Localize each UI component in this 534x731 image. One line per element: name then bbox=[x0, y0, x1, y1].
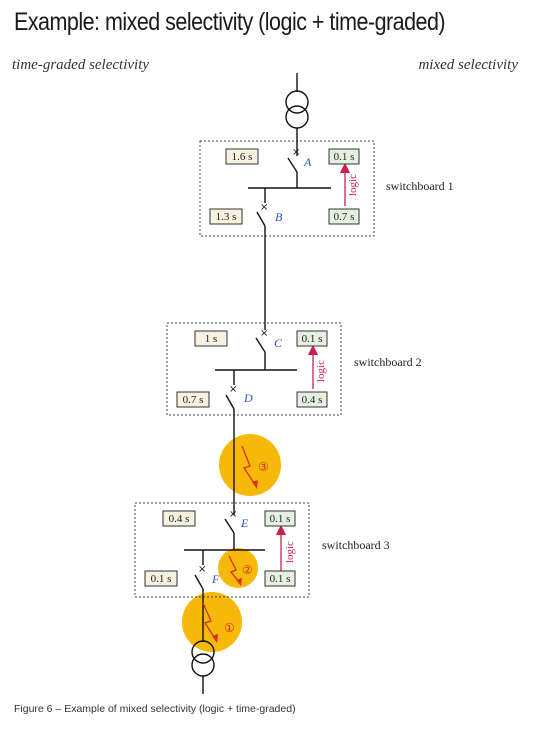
breaker-E-label: E bbox=[240, 516, 249, 530]
mixed-selectivity-label: mixed selectivity bbox=[418, 57, 518, 73]
time-D: 0.7 s bbox=[183, 394, 204, 406]
time-A: 1.6 s bbox=[232, 151, 253, 163]
time-graded-label: time-graded selectivity bbox=[12, 57, 150, 73]
supply-transformer-icon bbox=[285, 73, 309, 150]
fault-circle-1 bbox=[182, 592, 242, 652]
switchboard-3: × × logic 0.4 s 0.1 s 0.1 s 0.1 s E F sw… bbox=[134, 502, 390, 598]
logic-time-C: 0.1 s bbox=[302, 333, 323, 345]
svg-text:×: × bbox=[260, 328, 268, 339]
time-E: 0.4 s bbox=[169, 513, 190, 525]
svg-text:×: × bbox=[260, 202, 268, 213]
breaker-C-label: C bbox=[274, 336, 283, 350]
time-C: 1 s bbox=[205, 333, 218, 345]
logic-time-D: 0.4 s bbox=[302, 394, 323, 406]
svg-text:×: × bbox=[229, 384, 237, 395]
fault-circle-2 bbox=[218, 548, 258, 588]
logic-label-3: logic bbox=[284, 541, 296, 563]
breaker-F-label: F bbox=[211, 572, 220, 586]
fault-2-lightning-icon bbox=[228, 555, 242, 586]
switchboard-1: × × logic 1.6 s 0.1 s 1.3 s 0.7 s A B sw… bbox=[199, 140, 454, 237]
time-F: 0.1 s bbox=[151, 573, 172, 585]
switchboard-1-label: switchboard 1 bbox=[386, 179, 454, 193]
logic-time-A: 0.1 s bbox=[334, 151, 355, 163]
logic-label-2: logic bbox=[315, 360, 327, 382]
switchboard-2-label: switchboard 2 bbox=[354, 355, 422, 369]
switchboard-2: × × logic 1 s 0.1 s 0.7 s 0.4 s C D swit… bbox=[166, 322, 422, 416]
fault-2-number: ② bbox=[242, 563, 253, 577]
logic-time-B: 0.7 s bbox=[334, 211, 355, 223]
switchboard-3-label: switchboard 3 bbox=[322, 538, 390, 552]
page-title: Example: mixed selectivity (logic + time… bbox=[14, 8, 446, 36]
load-transformer-icon bbox=[191, 640, 215, 694]
logic-time-F: 0.1 s bbox=[270, 573, 291, 585]
breaker-B-label: B bbox=[275, 210, 283, 224]
breaker-D-label: D bbox=[243, 391, 253, 405]
fault-3-lightning-icon bbox=[241, 445, 258, 489]
fault-3-number: ③ bbox=[258, 460, 269, 474]
svg-text:×: × bbox=[229, 509, 237, 520]
logic-time-E: 0.1 s bbox=[270, 513, 291, 525]
fault-1-number: ① bbox=[224, 621, 235, 635]
logic-label-1: logic bbox=[347, 174, 359, 196]
fault-1-lightning-icon bbox=[202, 602, 218, 643]
figure-caption: Figure 6 – Example of mixed selectivity … bbox=[14, 703, 296, 715]
breaker-A-label: A bbox=[303, 155, 312, 169]
svg-text:×: × bbox=[198, 564, 206, 575]
time-B: 1.3 s bbox=[216, 211, 237, 223]
svg-text:×: × bbox=[292, 147, 300, 158]
